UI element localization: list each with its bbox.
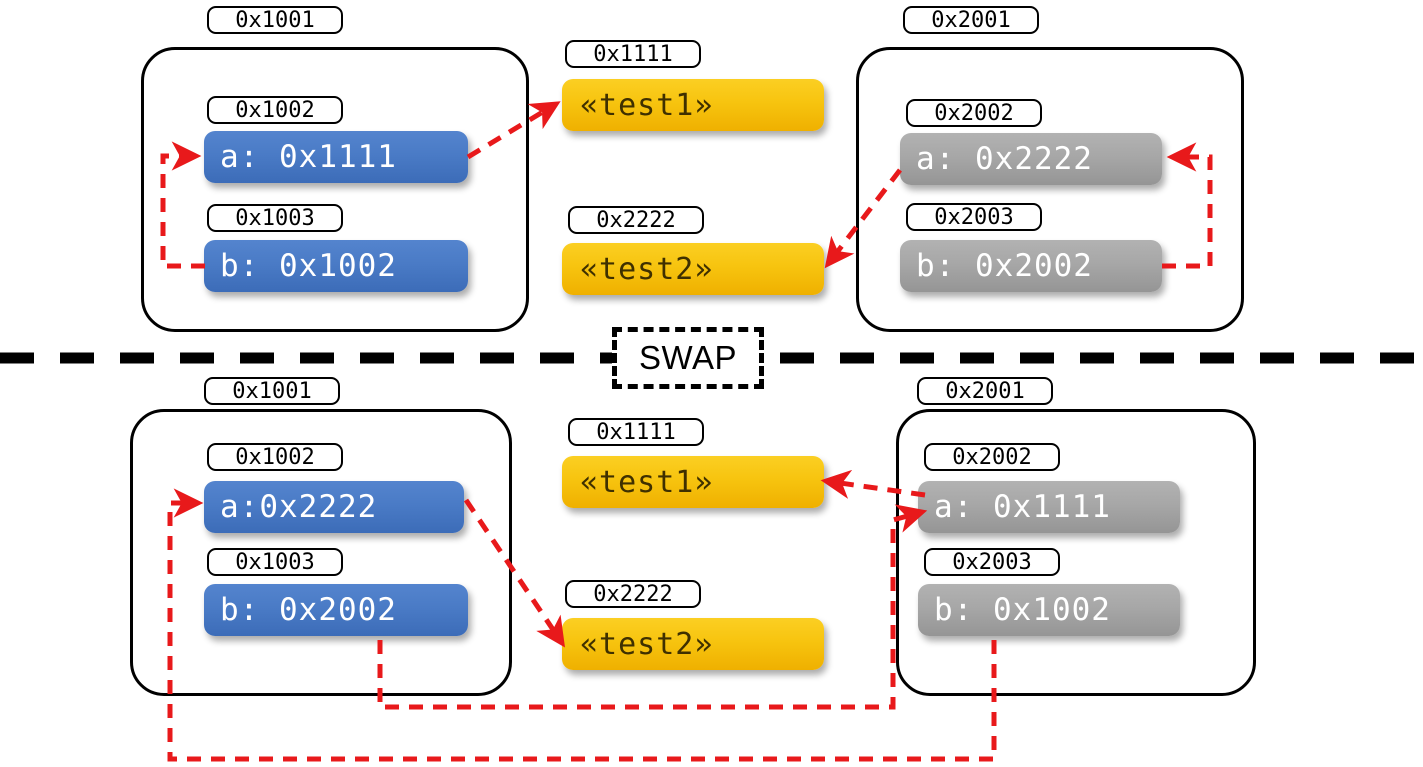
after-middle-slot-0-address: 0x1111 [568,418,704,446]
after-left-panel-address: 0x1001 [204,377,340,405]
swap-label: SWAP [639,339,737,376]
before-left-panel-address: 0x1001 [207,6,343,34]
after-middle-slot-1: «test2» [562,618,824,670]
before-right-slot-0-address: 0x2002 [906,99,1042,127]
before-right-slot-1-address: 0x2003 [906,203,1042,231]
before-left-slot-0: a: 0x1111 [204,131,468,183]
before-middle-slot-0: «test1» [562,79,824,131]
after-right-panel-address: 0x2001 [917,377,1053,405]
after-right-slot-1: b: 0x1002 [918,584,1180,636]
before-middle-slot-1-address: 0x2222 [568,206,704,234]
before-left-slot-1-address: 0x1003 [207,204,343,232]
before-right-slot-0: a: 0x2222 [900,133,1162,185]
before-middle-slot-1: «test2» [562,243,824,295]
after-middle-slot-0: «test1» [562,456,824,508]
after-left-slot-0-address: 0x1002 [207,443,343,471]
before-right-panel-address: 0x2001 [903,6,1039,34]
after-right-slot-1-address: 0x2003 [924,548,1060,576]
after-left-slot-1-address: 0x1003 [207,548,343,576]
before-middle-slot-0-address: 0x1111 [565,40,701,68]
before-right-slot-1: b: 0x2002 [900,240,1162,292]
after-right-slot-0: a: 0x1111 [918,481,1180,533]
before-left-slot-1: b: 0x1002 [204,240,468,292]
after-left-slot-1: b: 0x2002 [204,584,468,636]
swap-divider-badge: SWAP [612,327,764,389]
before-left-slot-0-address: 0x1002 [207,96,343,124]
after-middle-slot-1-address: 0x2222 [565,580,701,608]
after-left-slot-0: a:0x2222 [204,481,464,533]
after-right-slot-0-address: 0x2002 [924,443,1060,471]
